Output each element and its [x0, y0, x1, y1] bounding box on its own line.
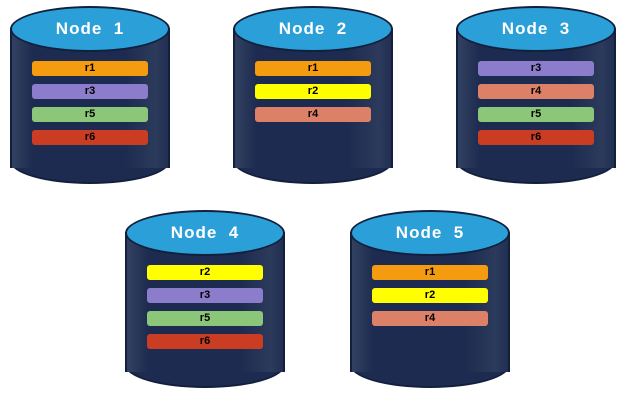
replica-row[interactable]: r5 [147, 311, 263, 326]
replica-row[interactable]: r6 [147, 334, 263, 349]
node-cylinder[interactable]: Node 1 r1 r3 r5 r6 [10, 6, 170, 186]
node-label: Node 1 [55, 19, 125, 38]
replica-row[interactable]: r4 [478, 84, 594, 99]
node-cylinder[interactable]: Node 5 r1 r2 r4 [350, 210, 510, 390]
replica-row[interactable]: r6 [478, 130, 594, 145]
cylinder-top-ellipse [456, 6, 616, 52]
replica-row[interactable]: r2 [255, 84, 371, 99]
replica-row-list: r2 r3 r5 r6 [125, 256, 285, 349]
cylinder-top-ellipse [10, 6, 170, 52]
replica-row[interactable]: r3 [32, 84, 148, 99]
cylinder-top-ellipse [350, 210, 510, 256]
replica-row[interactable]: r4 [372, 311, 488, 326]
replica-row[interactable]: r5 [32, 107, 148, 122]
replica-row[interactable]: r5 [478, 107, 594, 122]
replica-row-list: r1 r3 r5 r6 [10, 52, 170, 145]
cylinder-top-ellipse [125, 210, 285, 256]
replica-row[interactable]: r1 [255, 61, 371, 76]
node-label: Node 4 [170, 223, 240, 242]
node-cylinder[interactable]: Node 2 r1 r2 r4 [233, 6, 393, 186]
replica-row[interactable]: r2 [372, 288, 488, 303]
replica-row[interactable]: r2 [147, 265, 263, 280]
replica-row[interactable]: r1 [372, 265, 488, 280]
node-cylinder[interactable]: Node 4 r2 r3 r5 r6 [125, 210, 285, 390]
replica-row[interactable]: r6 [32, 130, 148, 145]
node-label: Node 2 [278, 19, 348, 38]
replica-row[interactable]: r4 [255, 107, 371, 122]
replica-row[interactable]: r3 [147, 288, 263, 303]
replica-row[interactable]: r1 [32, 61, 148, 76]
replica-row-list: r1 r2 r4 [233, 52, 393, 122]
replica-row[interactable]: r3 [478, 61, 594, 76]
node-label: Node 3 [501, 19, 571, 38]
replica-row-list: r1 r2 r4 [350, 256, 510, 326]
replica-row-list: r3 r4 r5 r6 [456, 52, 616, 145]
node-label: Node 5 [395, 223, 465, 242]
node-cylinder[interactable]: Node 3 r3 r4 r5 r6 [456, 6, 616, 186]
cylinder-top-ellipse [233, 6, 393, 52]
